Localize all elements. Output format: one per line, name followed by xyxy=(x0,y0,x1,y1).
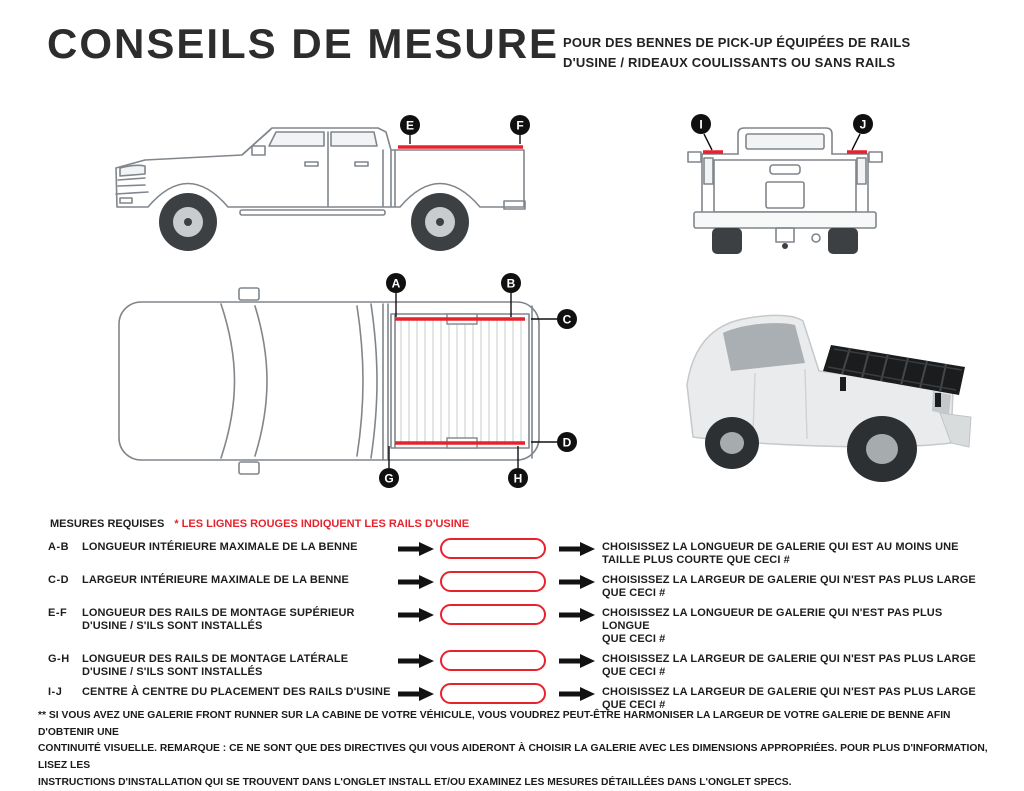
wheels xyxy=(712,228,858,254)
arrow-right-icon xyxy=(552,574,602,589)
page-title: CONSEILS DE MESURE xyxy=(47,20,560,67)
measure-result: CHOISISSEZ LA LARGEUR DE GALERIE QUI N'E… xyxy=(602,653,976,678)
marker-h: H xyxy=(508,446,528,488)
arrow-right-icon xyxy=(552,607,602,622)
truck-top-view: A B C D G H xyxy=(105,270,585,490)
measure-label: CENTRE À CENTRE DU PLACEMENT DES RAILS D… xyxy=(82,686,391,698)
measure-result: CHOISISSEZ LA LARGEUR DE GALERIE QUI N'E… xyxy=(602,574,976,599)
cab-window xyxy=(723,323,805,371)
footnote: ** SI VOUS AVEZ UNE GALERIE FRONT RUNNER… xyxy=(38,710,988,788)
measurement-value-box[interactable] xyxy=(440,650,546,671)
marker-e: E xyxy=(400,115,420,144)
measure-row-cd: C-D LARGEUR INTÉRIEURE MAXIMALE DE LA BE… xyxy=(48,571,988,600)
bed-ribs xyxy=(400,318,522,444)
measure-row-ij: I-J CENTRE À CENTRE DU PLACEMENT DES RAI… xyxy=(48,683,988,712)
arrow-right-icon xyxy=(392,574,440,589)
measurement-value-box[interactable] xyxy=(440,538,546,559)
marker-j: J xyxy=(851,114,873,151)
arrow-right-icon xyxy=(392,607,440,622)
measure-result: CHOISISSEZ LA LONGUEUR DE GALERIE QUI ES… xyxy=(602,541,959,566)
bed-rack xyxy=(823,345,965,407)
tail-light xyxy=(932,391,951,415)
marker-i: I xyxy=(691,114,713,151)
svg-text:J: J xyxy=(860,118,867,132)
marker-c: C xyxy=(531,309,577,329)
arrow-right-icon xyxy=(552,653,602,668)
page-subtitle: POUR DES BENNES DE PICK-UP ÉQUIPÉES DE R… xyxy=(563,35,911,70)
measure-label: LONGUEUR INTÉRIEURE MAXIMALE DE LA BENNE xyxy=(82,541,358,553)
svg-text:C: C xyxy=(563,313,572,327)
svg-text:G: G xyxy=(384,472,393,486)
svg-text:B: B xyxy=(507,277,516,291)
svg-text:E: E xyxy=(406,119,414,133)
truck-rear-view-drawing: I J xyxy=(687,114,883,254)
measure-key: E-F xyxy=(48,607,68,619)
measure-result: CHOISISSEZ LA LARGEUR DE GALERIE QUI N'E… xyxy=(602,686,976,711)
measurement-value-box[interactable] xyxy=(440,683,546,704)
arrow-right-icon xyxy=(552,686,602,701)
arrow-right-icon xyxy=(392,541,440,556)
factory-rail-lines xyxy=(395,317,525,445)
measure-key: C-D xyxy=(48,574,70,586)
measurement-value-box[interactable] xyxy=(440,604,546,625)
marker-f: F xyxy=(510,115,530,144)
truck-rack-photo xyxy=(635,285,975,495)
measure-row-ef: E-F LONGUEUR DES RAILS DE MONTAGE SUPÉRI… xyxy=(48,604,988,646)
measure-key: I-J xyxy=(48,686,63,698)
measurement-value-box[interactable] xyxy=(440,571,546,592)
marker-a: A xyxy=(386,273,406,317)
svg-text:H: H xyxy=(514,472,523,486)
measures-heading-row: MESURES REQUISES * LES LIGNES ROUGES IND… xyxy=(50,518,469,530)
truck-side-view-drawing: E F xyxy=(115,115,530,251)
svg-text:D: D xyxy=(563,436,572,450)
measure-key: G-H xyxy=(48,653,70,665)
measure-label: LONGUEUR DES RAILS DE MONTAGE LATÉRALE D… xyxy=(82,653,349,678)
measure-row-ab: A-B LONGUEUR INTÉRIEURE MAXIMALE DE LA B… xyxy=(48,538,988,567)
arrow-right-icon xyxy=(392,653,440,668)
truck-rack-photo-drawing xyxy=(686,314,972,482)
truck-rear-view: I J xyxy=(680,110,890,270)
wheels xyxy=(159,193,469,251)
wheels xyxy=(705,416,917,482)
truck-top-view-drawing: A B C D G H xyxy=(118,273,577,488)
marker-d: D xyxy=(531,432,577,452)
measure-label: LARGEUR INTÉRIEURE MAXIMALE DE LA BENNE xyxy=(82,574,349,586)
measures-heading: MESURES REQUISES xyxy=(50,518,165,530)
measure-key: A-B xyxy=(48,541,70,553)
truck-side-view: E F xyxy=(100,110,550,270)
svg-text:I: I xyxy=(699,118,702,132)
rear-bumper xyxy=(939,412,972,448)
marker-g: G xyxy=(379,446,399,488)
measure-label: LONGUEUR DES RAILS DE MONTAGE SUPÉRIEUR … xyxy=(82,607,355,632)
arrow-right-icon xyxy=(392,686,440,701)
measure-result: CHOISISSEZ LA LONGUEUR DE GALERIE QUI N'… xyxy=(602,607,943,645)
measure-row-gh: G-H LONGUEUR DES RAILS DE MONTAGE LATÉRA… xyxy=(48,650,988,679)
svg-text:F: F xyxy=(516,119,523,133)
svg-text:A: A xyxy=(392,277,401,291)
arrow-right-icon xyxy=(552,541,602,556)
measures-table: A-B LONGUEUR INTÉRIEURE MAXIMALE DE LA B… xyxy=(48,538,988,719)
red-lines-note: * LES LIGNES ROUGES INDIQUENT LES RAILS … xyxy=(174,518,470,530)
marker-b: B xyxy=(501,273,521,317)
